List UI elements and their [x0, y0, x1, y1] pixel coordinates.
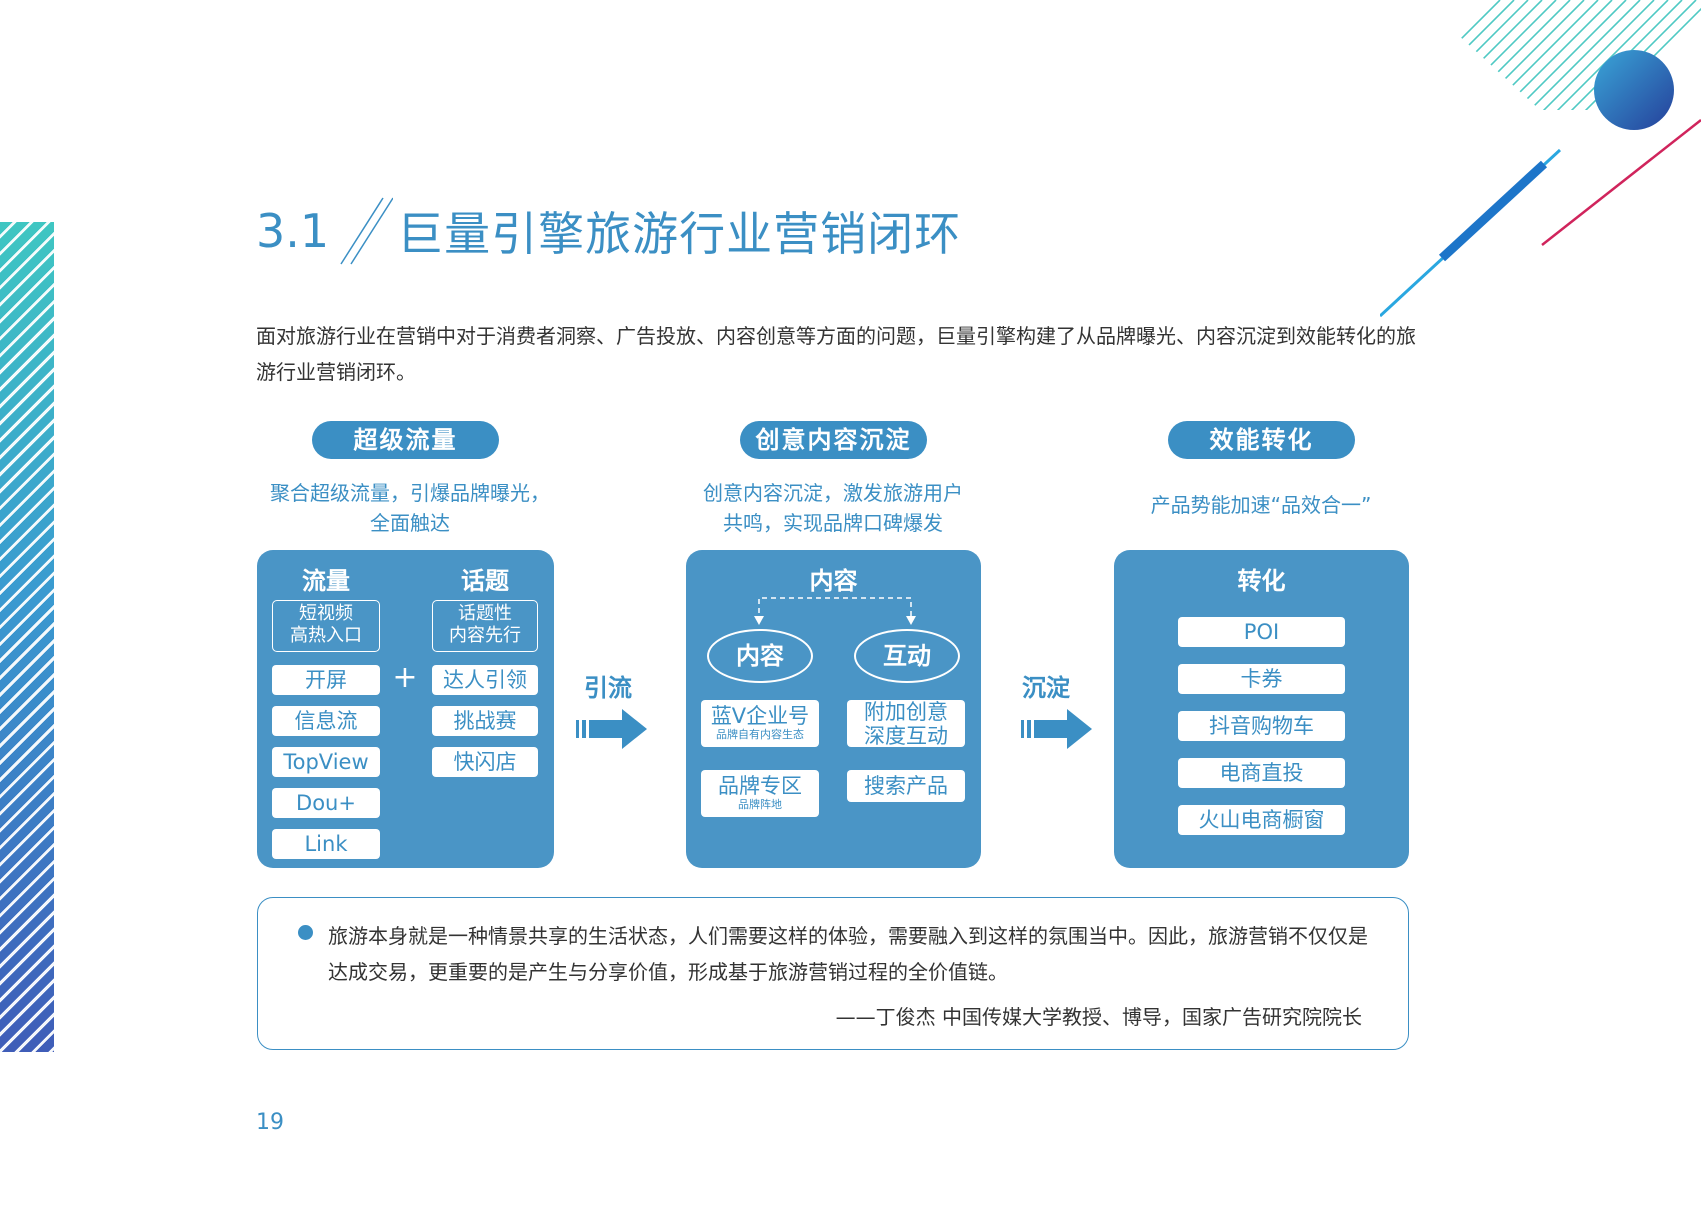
pill-super-traffic: 超级流量	[312, 421, 499, 459]
huati-entry-box: 话题性 内容先行	[432, 600, 538, 652]
arrow-right-icon	[576, 709, 647, 749]
flow-label-chendian: 沉淀	[1022, 674, 1070, 702]
content-desc-line1: 创意内容沉淀，激发旅游用户	[703, 481, 963, 505]
section-title: 3.1 巨量引擎旅游行业营销闭环	[256, 196, 961, 266]
liuliang-heading: 流量	[302, 567, 350, 595]
huati-heading: 话题	[461, 567, 509, 595]
content-desc-line2: 共鸣，实现品牌口碑爆发	[723, 511, 943, 535]
content-item-creative-interaction: 附加创意 深度互动	[847, 700, 965, 748]
intro-paragraph: 面对旅游行业在营销中对于消费者洞察、广告投放、内容创意等方面的问题，巨量引擎构建…	[256, 324, 1416, 384]
oval-interaction: 互动	[854, 629, 960, 683]
traffic-item-dou: Dou+	[272, 788, 380, 818]
content-item-lanv: 蓝V企业号 品牌自有内容生态	[701, 700, 819, 747]
pill-conversion: 效能转化	[1168, 421, 1355, 459]
section-number: 3.1	[256, 204, 330, 258]
page-title: 巨量引擎旅游行业营销闭环	[397, 207, 962, 261]
bullet-icon	[298, 925, 313, 940]
traffic-item-link: Link	[272, 829, 380, 859]
conversion-item-douyin-cart: 抖音购物车	[1178, 711, 1345, 741]
oval-content: 内容	[707, 629, 813, 683]
conversion-item-ecommerce: 电商直投	[1178, 758, 1345, 788]
page-number: 19	[256, 1110, 284, 1135]
conversion-item-huoshan-window: 火山电商橱窗	[1178, 805, 1345, 835]
conversion-item-coupon: 卡券	[1178, 664, 1345, 694]
traffic-item-kaiping: 开屏	[272, 665, 380, 695]
quote-attribution: ——丁俊杰 中国传媒大学教授、博导，国家广告研究院院长	[835, 1005, 1362, 1029]
corner-decoration	[1380, 0, 1701, 318]
quote-box	[257, 897, 1409, 1050]
traffic-desc-line1: 聚合超级流量，引爆品牌曝光，	[270, 481, 550, 505]
traffic-description: 聚合超级流量，引爆品牌曝光， 全面触达	[242, 478, 578, 538]
liuliang-entry-box: 短视频 高热入口	[272, 600, 380, 652]
pill-creative-content: 创意内容沉淀	[740, 421, 927, 459]
plus-sign: +	[392, 660, 418, 695]
branch-connector	[754, 597, 916, 625]
content-description: 创意内容沉淀，激发旅游用户 共鸣，实现品牌口碑爆发	[663, 478, 1003, 538]
traffic-item-topview: TopView	[272, 747, 380, 777]
conversion-heading: 转化	[1237, 567, 1286, 595]
topic-item-tiaozhansai: 挑战赛	[432, 706, 538, 736]
arrow-right-icon	[1021, 709, 1092, 749]
topic-item-kuaishandian: 快闪店	[432, 747, 538, 777]
topic-item-daren: 达人引领	[432, 665, 538, 695]
content-heading: 内容	[809, 567, 858, 595]
traffic-item-xinxiliu: 信息流	[272, 706, 380, 736]
traffic-desc-line2: 全面触达	[370, 511, 450, 535]
left-stripe-decoration	[0, 222, 54, 1052]
quote-text: 旅游本身就是一种情景共享的生活状态，人们需要这样的体验，需要融入到这样的氛围当中…	[328, 924, 1368, 984]
title-slash-icon	[340, 197, 394, 265]
flow-label-yinliu: 引流	[584, 674, 632, 702]
content-item-brand-zone: 品牌专区 品牌阵地	[701, 770, 819, 817]
conversion-item-poi: POI	[1178, 617, 1345, 647]
conversion-description: 产品势能加速“品效合一”	[1150, 493, 1372, 517]
content-item-search-product: 搜索产品	[847, 770, 965, 802]
